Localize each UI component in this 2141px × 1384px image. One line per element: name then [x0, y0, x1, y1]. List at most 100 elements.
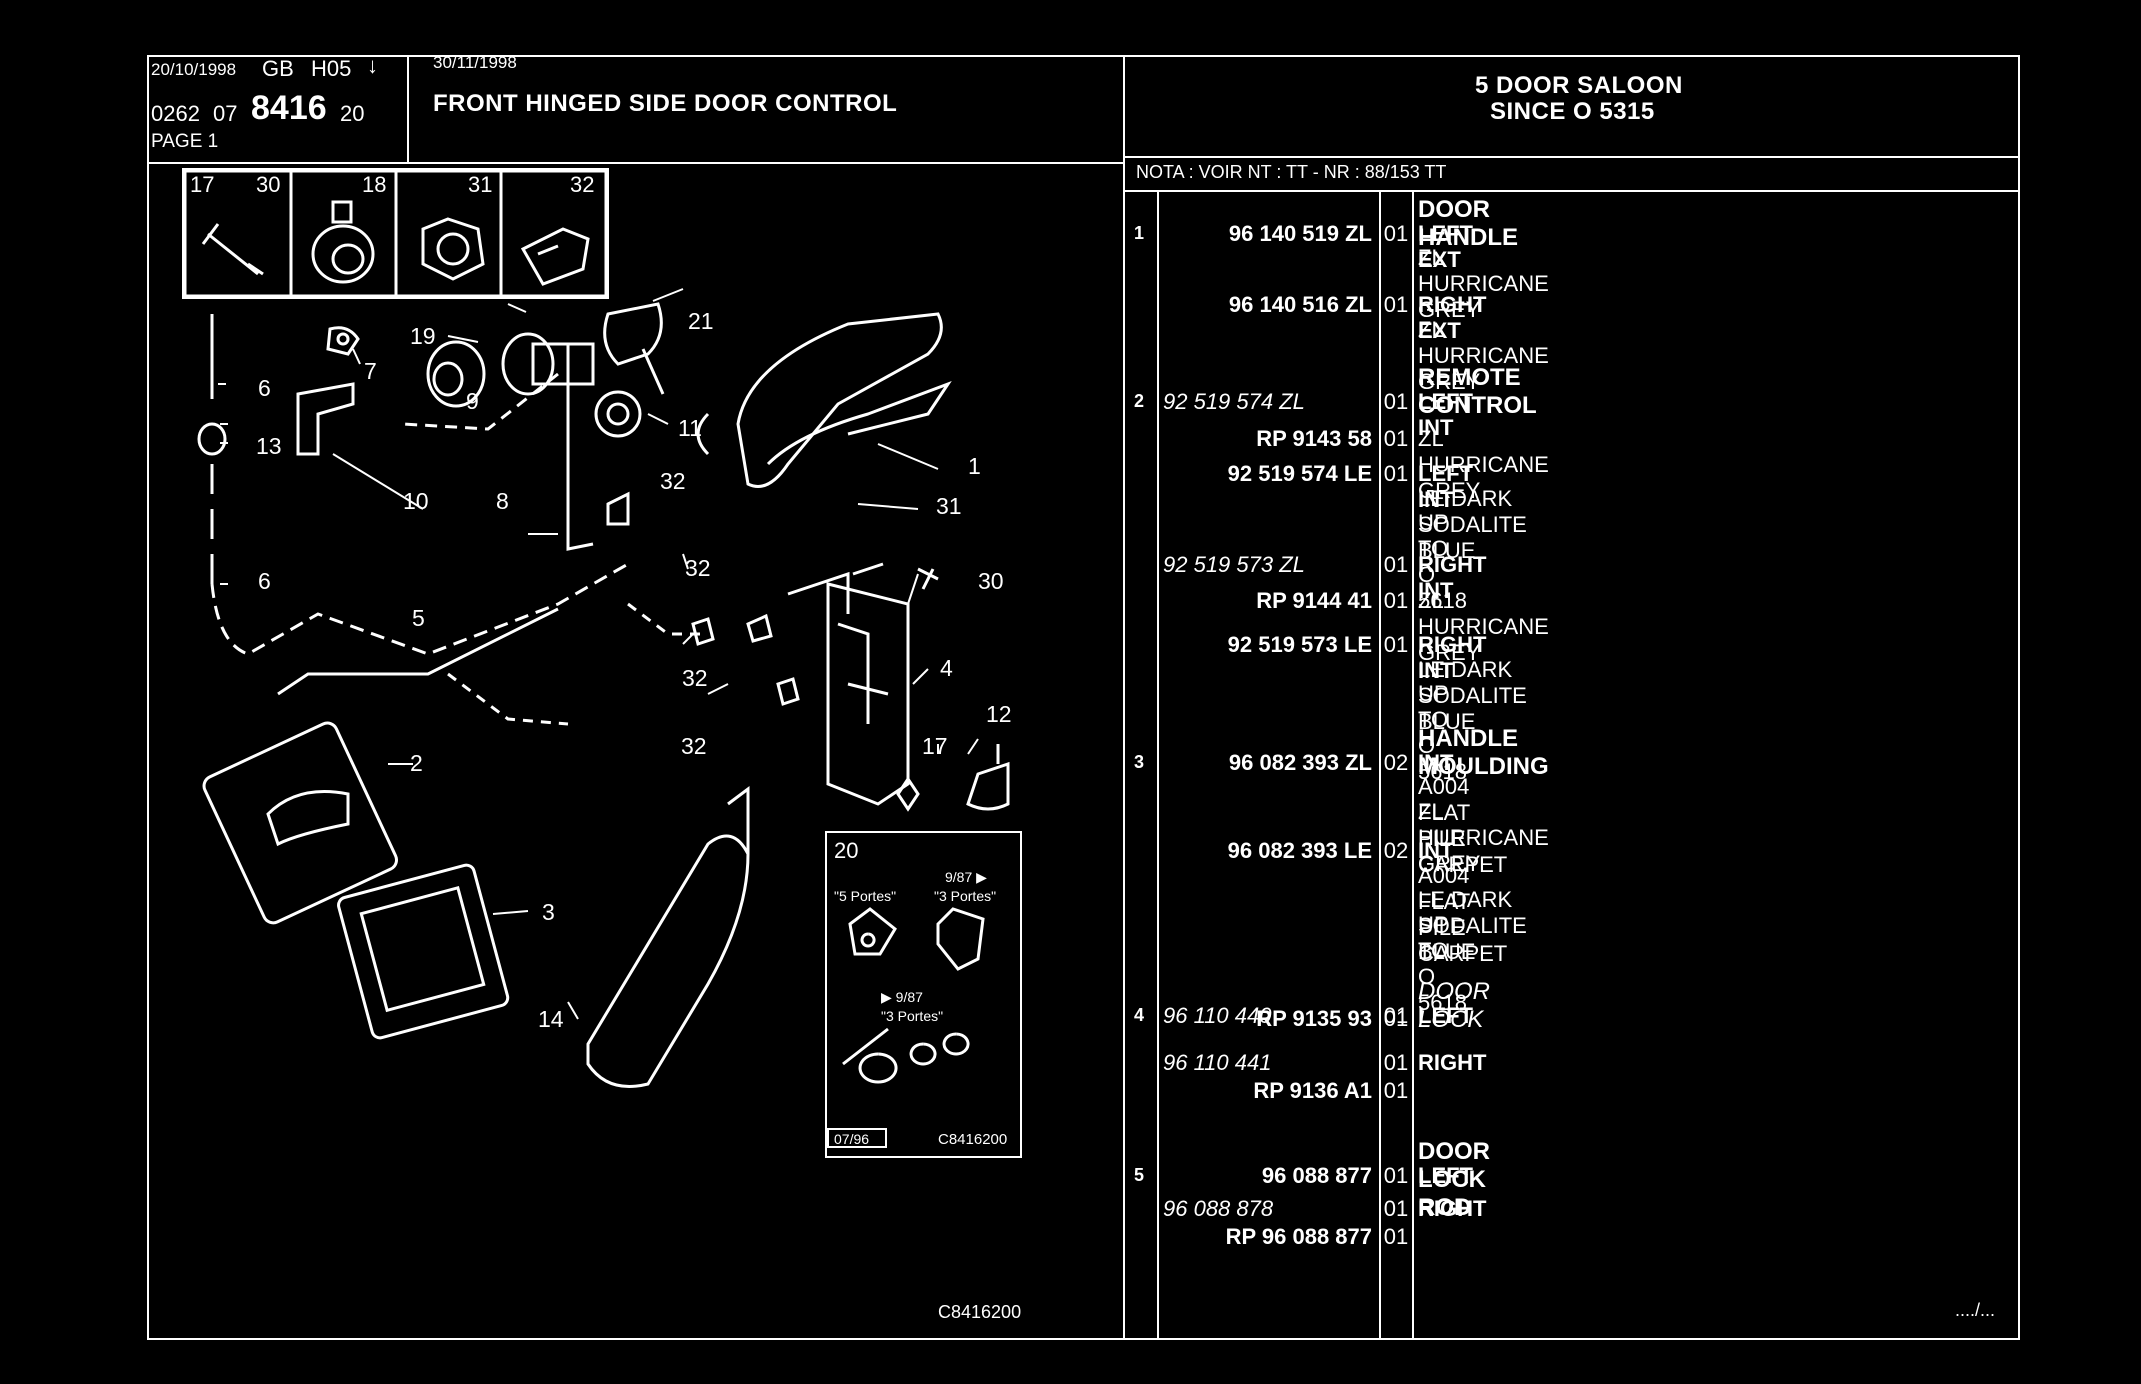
- divider-header-left: [407, 55, 409, 163]
- quantity: 01: [1383, 426, 1409, 451]
- quantity: 01: [1383, 632, 1409, 657]
- part-description: LE DARK SODALITE BLUE: [1418, 887, 1527, 964]
- part-description: ZL HURRICANE GREY: [1418, 245, 1549, 322]
- thumb-label-31: 31: [468, 172, 492, 197]
- part-description: ZL HURRICANE GREY: [1418, 426, 1549, 503]
- part-number: 92 519 573 ZL: [1163, 552, 1305, 577]
- callout-32a: 32: [660, 468, 686, 494]
- header-date2: 30/11/1998: [433, 53, 517, 72]
- callout-2: 2: [410, 750, 423, 776]
- quantity: 01: [1383, 1224, 1409, 1249]
- part-number: 96 110 441: [1163, 1050, 1272, 1075]
- part-description: A004 FLAT PILE CARPET: [1418, 862, 1508, 966]
- quantity: 02: [1383, 838, 1409, 863]
- item-number: 5: [1134, 1164, 1145, 1185]
- thumb-label-32: 32: [570, 172, 594, 197]
- header-date1: 20/10/1998: [151, 60, 237, 79]
- callout-6a: 6: [258, 375, 271, 401]
- quantity: 02: [1383, 749, 1409, 775]
- part-pad: [586, 786, 750, 1088]
- part-description: LE DARK SODALITE BLUE: [1418, 656, 1527, 734]
- callout-4: 4: [940, 655, 953, 681]
- part-description: A004 FLAT PILE CARPET: [1418, 774, 1508, 877]
- part-description: ZL HURRICANE GREY: [1418, 798, 1549, 876]
- col-qty-right: [1412, 190, 1414, 1340]
- rod-linkage: [197, 314, 708, 726]
- quantity: 01: [1383, 292, 1409, 317]
- part-number: 92 519 574 LE: [1227, 461, 1372, 486]
- part-number: 96 140 519 ZL: [1228, 220, 1372, 246]
- part-number: 92 519 573 LE: [1227, 632, 1372, 657]
- part-number: RP 9135 93: [1256, 1006, 1372, 1031]
- callout-19: 19: [410, 323, 436, 349]
- part-seal: [594, 390, 642, 438]
- part-description: LEFT EXT: [1418, 220, 1473, 272]
- quantity: 01: [1383, 1078, 1409, 1103]
- col-item-divider: [1157, 190, 1159, 1340]
- callout-30: 30: [978, 568, 1004, 594]
- callout-12: 12: [986, 701, 1012, 727]
- callout-5: 5: [412, 605, 425, 631]
- quantity: 01: [1383, 461, 1409, 486]
- part-description: RIGHT EXT: [1418, 292, 1487, 343]
- item-number: 2: [1134, 390, 1145, 411]
- header-ref-c: 20: [340, 101, 365, 126]
- part-number: RP 9136 A1: [1253, 1078, 1372, 1103]
- quantity: 01: [1383, 1050, 1409, 1075]
- inset-3portes2: "3 Portes": [881, 1008, 943, 1024]
- callout-10: 10: [403, 488, 429, 514]
- part-description: LE DARK SODALITE BLUE: [1418, 485, 1527, 563]
- body-type-line1: 5 DOOR SALOON: [1475, 72, 1683, 99]
- callout-32d: 32: [681, 733, 707, 759]
- quantity: 01: [1383, 552, 1409, 577]
- part-description: INT: [1418, 749, 1454, 775]
- thumb-label-30: 30: [256, 172, 280, 197]
- callout-11: 11: [678, 415, 702, 441]
- quantity: 01: [1383, 588, 1409, 613]
- part-heading: DOOR LOCK: [1418, 978, 1490, 1033]
- quantity: 01: [1383, 1006, 1409, 1031]
- part-heading: REMOTE CONTROL: [1418, 364, 1537, 419]
- nota-line: NOTA : VOIR NT : TT - NR : 88/153 TT: [1136, 162, 1447, 182]
- item-number: 1: [1134, 222, 1145, 243]
- header-page: PAGE 1: [151, 131, 219, 152]
- part-number: RP 9144 41: [1256, 588, 1372, 613]
- callout-32b: 32: [685, 555, 711, 581]
- part-door-handle-ext: [696, 312, 952, 488]
- quantity: 01: [1383, 388, 1409, 414]
- header-ref-main: 8416: [251, 89, 327, 127]
- inset-number: 20: [834, 838, 858, 863]
- callout-7: 7: [364, 358, 377, 384]
- part-description: RIGHT INT: [1418, 552, 1487, 603]
- callout-13: 13: [256, 433, 282, 459]
- item-number: 3: [1134, 751, 1145, 772]
- item-number: 4: [1134, 1004, 1145, 1025]
- part-door-lock: [787, 571, 910, 806]
- header-model: H05: [311, 56, 352, 81]
- part-number: 96 110 440: [1163, 1002, 1272, 1028]
- inset-box: [825, 831, 1022, 1158]
- part-number: 96 082 393 LE: [1227, 838, 1372, 863]
- callout-3: 3: [542, 899, 555, 925]
- header-bottom-left: [147, 162, 1124, 164]
- divider-left-right: [1123, 55, 1125, 1340]
- part-remote-control: [202, 721, 398, 925]
- part-description: LEFT: [1418, 1162, 1473, 1188]
- header-ref-a: 0262: [151, 101, 200, 126]
- part-number: 96 140 516 ZL: [1228, 292, 1372, 317]
- part-number: RP 9143 58: [1256, 426, 1372, 451]
- header-bottom-right: [1123, 156, 2020, 158]
- part-number: 92 519 574 ZL: [1163, 388, 1305, 414]
- quantity: 01: [1383, 1196, 1409, 1221]
- part-description: LEFT: [1418, 1002, 1473, 1028]
- part-number: RP 96 088 877: [1225, 1224, 1372, 1249]
- body-type-line2: SINCE O 5315: [1490, 98, 1655, 125]
- inset-date3: ▶ 9/87: [881, 989, 923, 1005]
- callout-8: 8: [496, 488, 509, 514]
- exploded-diagram: 17 30 18 31 32: [182, 168, 1022, 1322]
- part-description: UP TO O 5618: [1418, 911, 1467, 1015]
- header-market: GB: [262, 56, 294, 81]
- col-qty-left: [1379, 190, 1381, 1340]
- quantity: 01: [1383, 220, 1409, 246]
- inset-5portes: "5 Portes": [834, 888, 896, 904]
